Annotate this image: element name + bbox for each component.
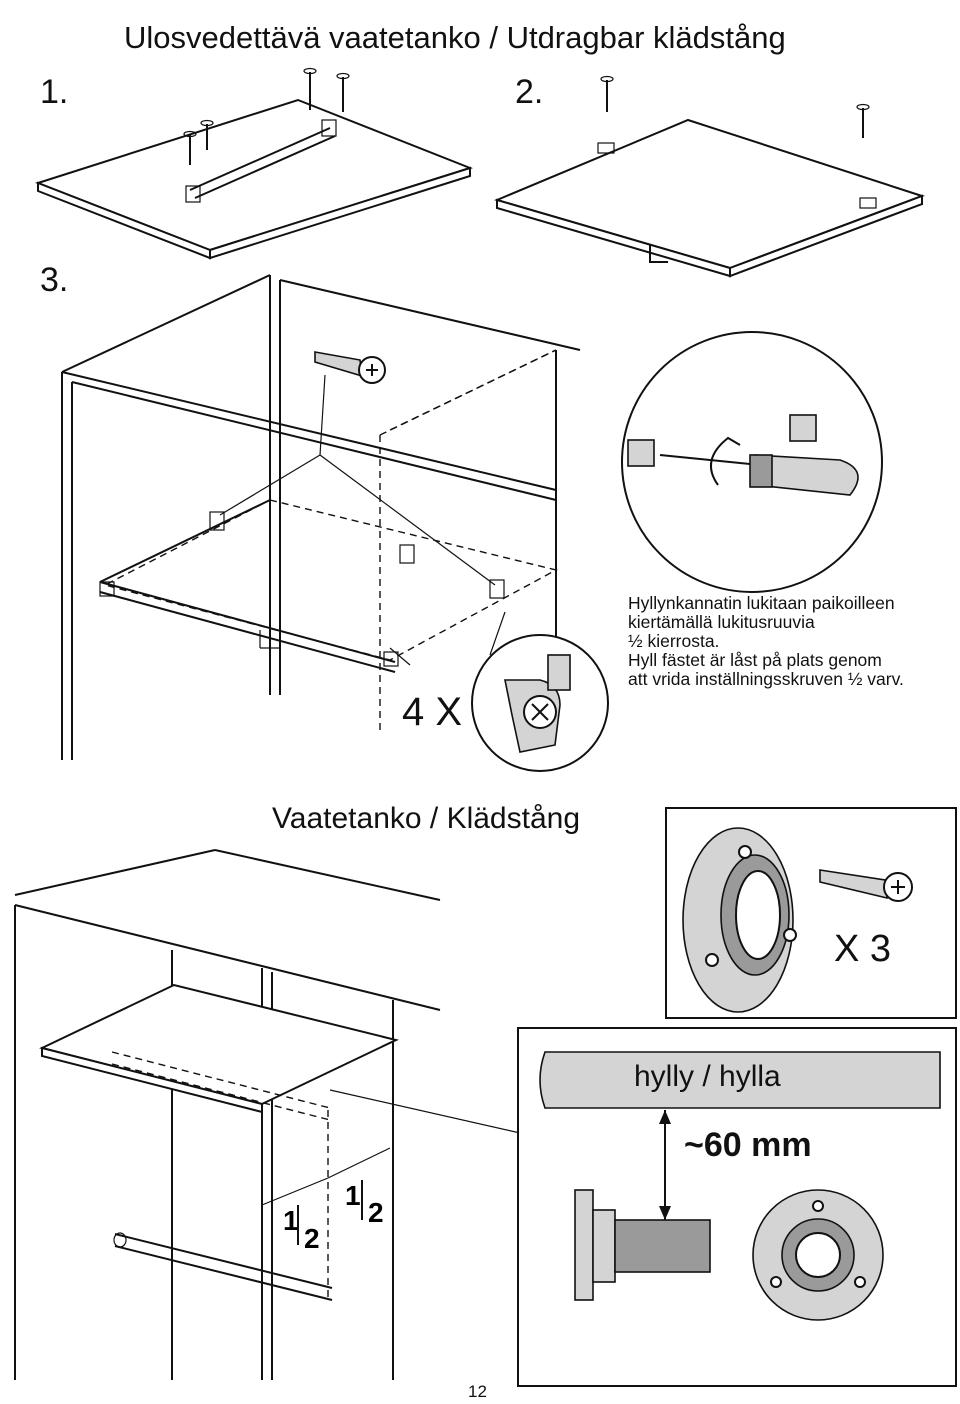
wardrobe-rod-diagram <box>14 849 521 1380</box>
page-number: 12 <box>468 1382 487 1401</box>
section-title: Vaatetanko / Klädstång <box>272 802 580 835</box>
rotate-arrow-icon <box>709 436 741 486</box>
distance-detail <box>517 1027 957 1387</box>
svg-text:2: 2 <box>368 1197 384 1228</box>
step3-cabinet <box>61 274 581 760</box>
note-line: att vrida inställningsskruven ½ varv. <box>628 669 904 689</box>
step2-shelf-board <box>494 118 926 278</box>
screw-icon <box>600 75 870 138</box>
note-line: kiertämällä lukitusruuvia <box>628 612 815 632</box>
step-number-1: 1. <box>40 73 69 111</box>
distance-label: ~60 mm <box>684 1126 812 1164</box>
screw-quantity: X 3 <box>834 928 892 970</box>
note-line: Hyllynkannatin lukitaan paikoilleen <box>628 593 895 613</box>
svg-text:1: 1 <box>345 1180 361 1211</box>
step1-shelf-board <box>35 98 473 260</box>
instruction-note: Hyllynkannatin lukitaan paikoilleen kier… <box>628 594 958 689</box>
half-fraction-left: 1 2 <box>283 1205 320 1254</box>
screwdriver-icon <box>621 331 883 593</box>
screw-icon <box>819 869 913 902</box>
note-line: ½ kierrosta. <box>628 631 720 651</box>
bracket-quantity: 4 X <box>402 690 463 734</box>
svg-text:1: 1 <box>283 1205 299 1236</box>
half-fraction-right: 1 2 <box>345 1180 384 1228</box>
shelf-label: hylly / hylla <box>634 1060 781 1093</box>
rod-flange-icon <box>665 807 957 1019</box>
screw-icon <box>183 67 350 165</box>
step-number-3: 3. <box>40 261 69 299</box>
step-number-2: 2. <box>515 73 544 111</box>
page-title: Ulosvedettävä vaatetanko / Utdragbar klä… <box>124 20 786 55</box>
note-line: Hyll fästet är låst på plats genom <box>628 650 882 670</box>
shelf-bracket-icon <box>471 634 609 772</box>
svg-text:2: 2 <box>304 1223 320 1254</box>
screw-icon <box>314 351 386 384</box>
